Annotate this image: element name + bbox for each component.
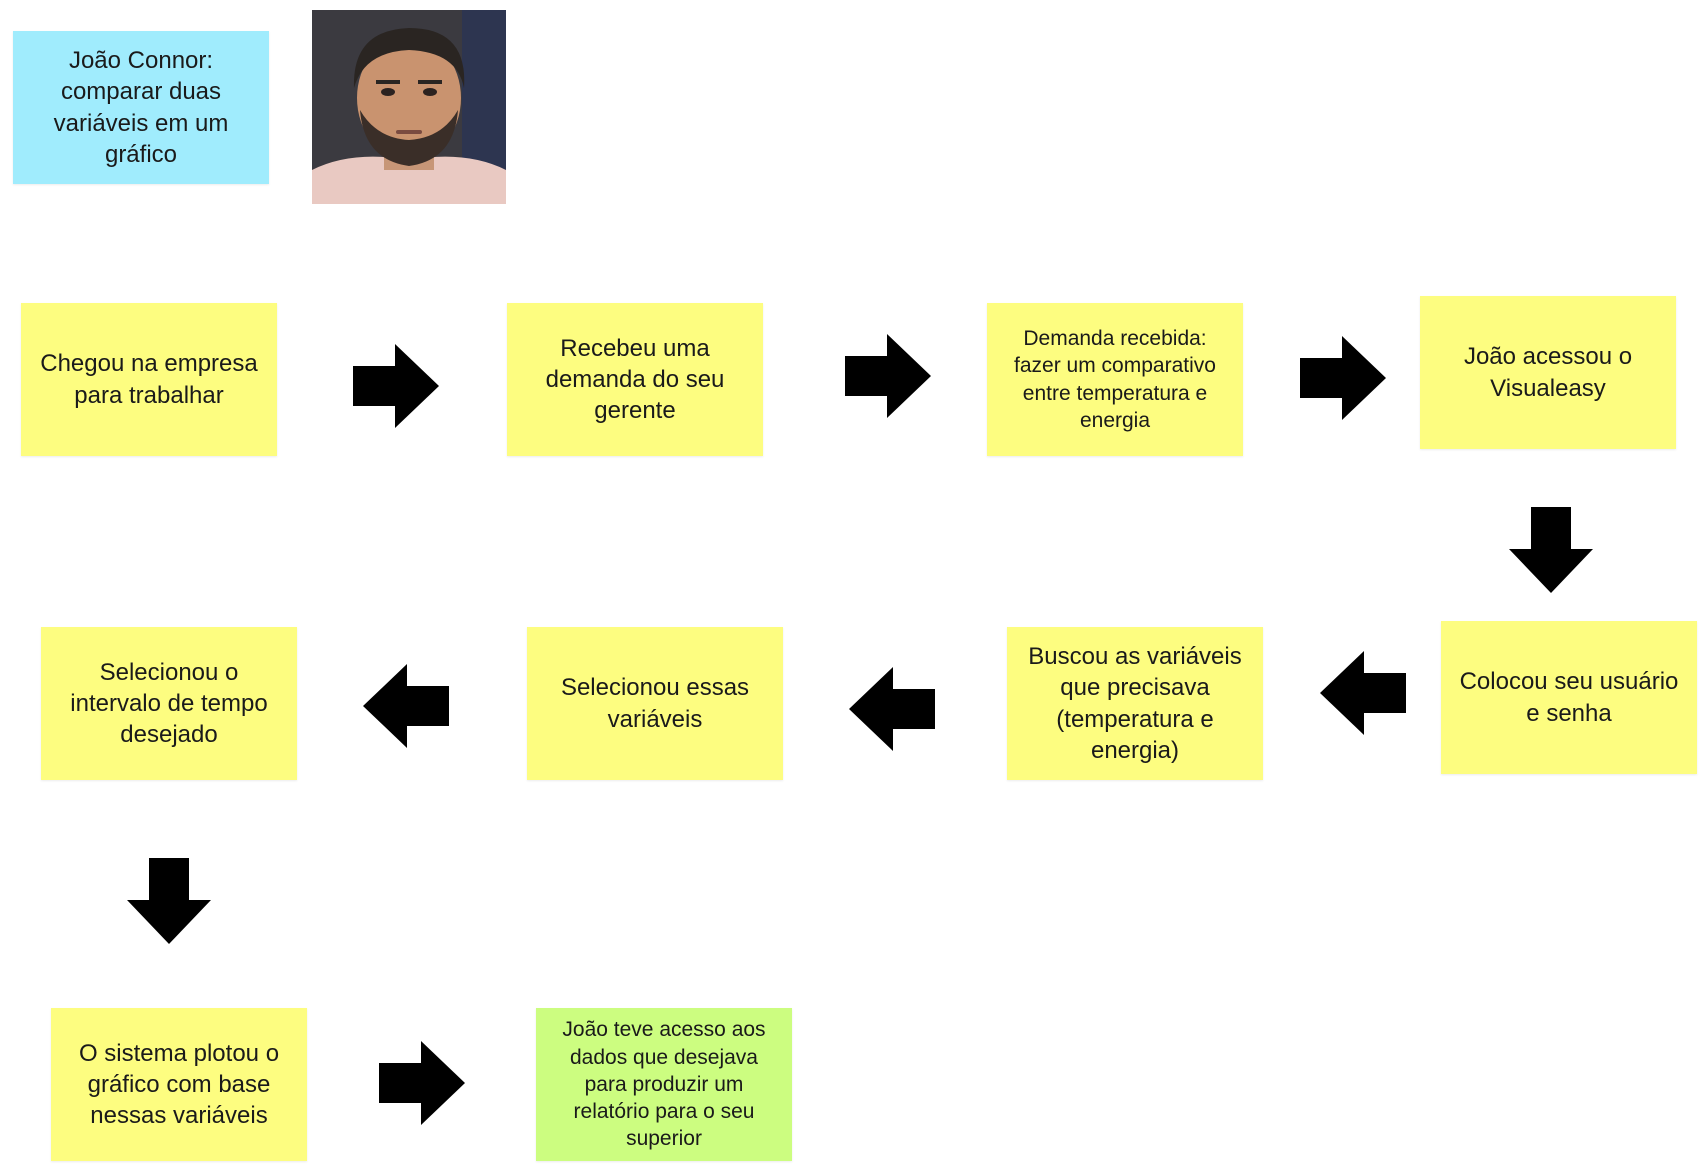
arrow-left-icon xyxy=(363,664,449,748)
step-selected-variables: Selecionou essas variáveis xyxy=(527,627,783,780)
persona-photo xyxy=(312,10,506,204)
step-label: Selecionou o intervalo de tempo desejado xyxy=(70,658,268,749)
step-demand-description: Demanda recebida: fazer um comparativo e… xyxy=(987,303,1243,456)
arrow-right-icon xyxy=(379,1041,465,1125)
step-label: Buscou as variáveis que precisava (tempe… xyxy=(1028,643,1242,764)
step-label: Colocou seu usuário e senha xyxy=(1459,668,1679,727)
persona-note: João Connor: comparar duas variáveis em … xyxy=(13,31,269,184)
persona-title: João Connor: comparar duas variáveis em … xyxy=(53,47,229,168)
step-label: Recebeu uma demanda do seu gerente xyxy=(545,334,725,425)
step-accessed-visualeasy: João acessou o Visualeasy xyxy=(1420,296,1676,449)
arrow-right-icon xyxy=(1300,336,1386,420)
step-label: Demanda recebida: fazer um comparativo e… xyxy=(1014,326,1216,432)
arrow-right-icon xyxy=(353,344,439,428)
step-label: O sistema plotou o gráfico com base ness… xyxy=(78,1039,280,1130)
step-final-outcome: João teve acesso aos dados que desejava … xyxy=(536,1008,792,1161)
arrow-left-icon xyxy=(1320,651,1406,735)
step-label: João acessou o Visualeasy xyxy=(1463,343,1633,402)
avatar xyxy=(312,10,506,204)
arrow-right-icon xyxy=(845,334,931,418)
step-label: João teve acesso aos dados que desejava … xyxy=(562,1018,766,1151)
arrow-down-icon xyxy=(1509,507,1593,593)
step-label: Chegou na empresa para trabalhar xyxy=(40,350,258,409)
step-arrived-at-company: Chegou na empresa para trabalhar xyxy=(21,303,277,456)
step-system-plotted-chart: O sistema plotou o gráfico com base ness… xyxy=(51,1008,307,1161)
step-entered-credentials: Colocou seu usuário e senha xyxy=(1441,621,1697,774)
step-label: Selecionou essas variáveis xyxy=(560,674,750,733)
step-searched-variables: Buscou as variáveis que precisava (tempe… xyxy=(1007,627,1263,780)
step-received-demand: Recebeu uma demanda do seu gerente xyxy=(507,303,763,456)
step-selected-time-interval: Selecionou o intervalo de tempo desejado xyxy=(41,627,297,780)
arrow-left-icon xyxy=(849,667,935,751)
arrow-down-icon xyxy=(127,858,211,944)
